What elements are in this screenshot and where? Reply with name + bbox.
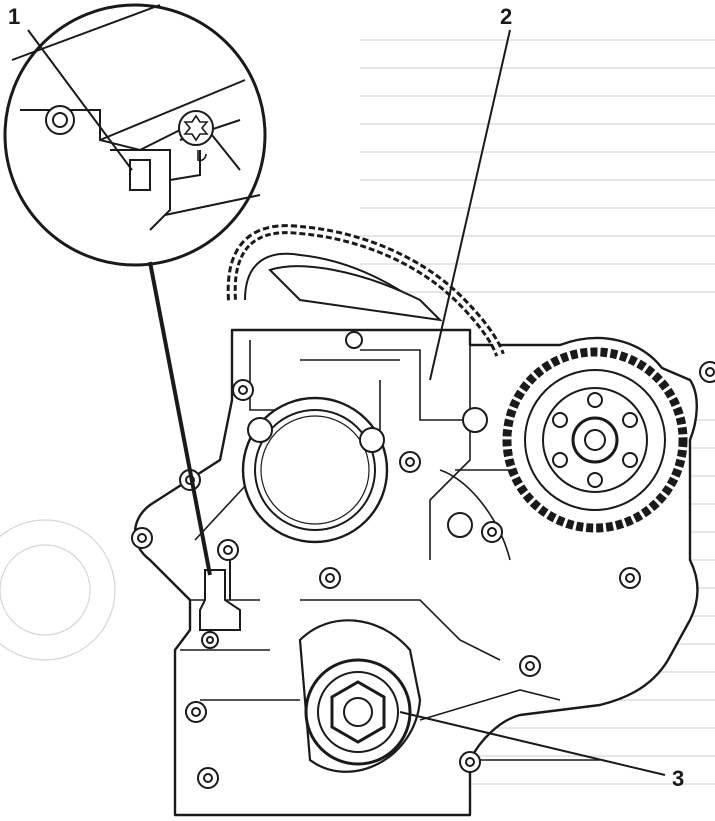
magnifier-circle	[3, 3, 267, 267]
mounting-lugs	[247, 331, 488, 538]
callout-label-2: 2	[500, 4, 513, 29]
camshaft-sprocket	[502, 347, 688, 533]
crankshaft-pulley	[298, 619, 422, 773]
callout-leaders	[27, 29, 666, 776]
chain-guide	[268, 265, 443, 322]
callout-label-3: 3	[672, 766, 685, 791]
tensioner-bracket	[199, 560, 241, 631]
oil-pump-housing	[241, 396, 389, 544]
magnifier-pointer	[148, 261, 212, 576]
callout-label-1: 1	[8, 4, 21, 29]
cover-bolt-icons	[131, 361, 715, 789]
